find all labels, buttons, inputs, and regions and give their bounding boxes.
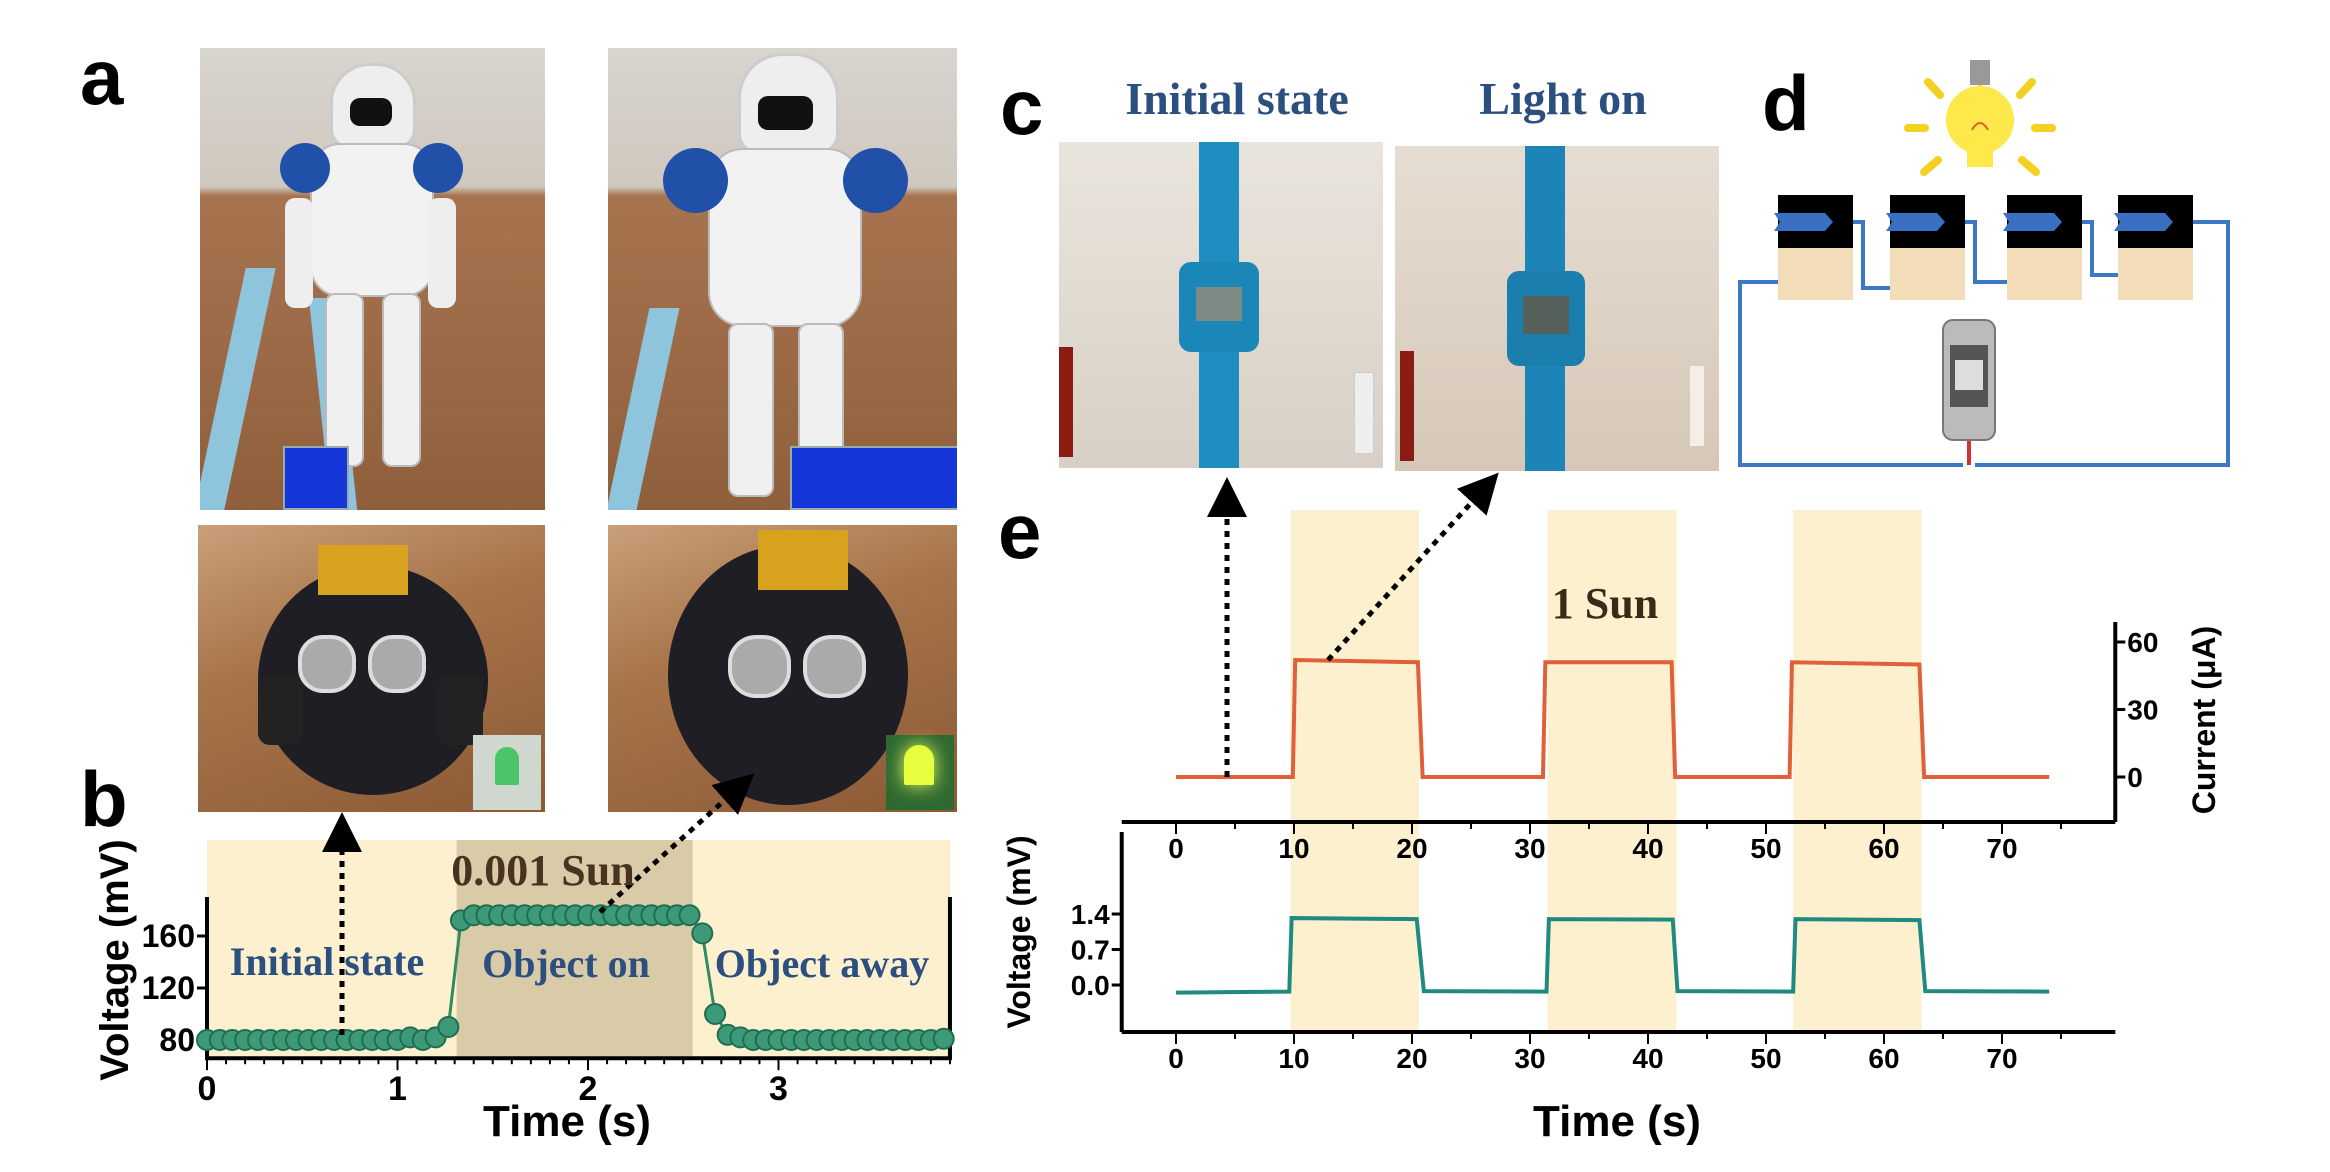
voltage-trace <box>1175 916 2050 995</box>
voltage-y-tick-label: 0.7 <box>1071 935 1110 966</box>
illumination-band-0 <box>1290 510 1420 1032</box>
x-tick-label: 30 <box>1514 1043 1545 1074</box>
current-y-tick-label: 30 <box>2127 695 2158 726</box>
data-point <box>678 904 701 927</box>
x-tick-label: 40 <box>1632 1043 1663 1074</box>
region-label-initial: Initial state <box>230 939 424 984</box>
data-point <box>691 922 714 945</box>
current-y-tick-label: 60 <box>2127 627 2158 658</box>
panel-b-x-axis-label: Time (s) <box>483 1097 651 1146</box>
x-tick-label: 70 <box>1986 1043 2017 1074</box>
illumination-band-2 <box>1793 510 1922 1032</box>
y-tick-label: 160 <box>142 918 195 954</box>
x-tick-label: 20 <box>1396 1043 1427 1074</box>
solar-cell-array <box>1774 195 2193 300</box>
data-point <box>704 1003 727 1025</box>
led-on-inset <box>886 735 954 810</box>
solar-cell <box>1886 195 1965 300</box>
x-tick-label: 70 <box>1986 833 2017 864</box>
panel-e-x-axis-label: Time (s) <box>1533 1097 1701 1146</box>
robot-photo-object-on <box>608 48 957 510</box>
x-tick-label: 3 <box>769 1070 788 1108</box>
panel-b-chart: 0 1 2 3 80 120 160 <box>142 840 955 1108</box>
x-tick-label: 40 <box>1632 833 1663 864</box>
x-tick-label: 0 <box>1168 1043 1184 1074</box>
region-label-object-on: Object on <box>482 941 650 986</box>
voltage-y-tick-label: 0.0 <box>1071 970 1110 1001</box>
data-point <box>932 1027 955 1050</box>
car-photo-object-on <box>608 525 957 812</box>
dotted-arrow-icon <box>598 773 755 914</box>
x-tick-label: 0 <box>198 1070 217 1108</box>
solar-cell <box>1774 195 1853 300</box>
current-y-tick-label: 0 <box>2127 762 2143 793</box>
circuit-wire <box>1738 220 2230 467</box>
x-tick-label: 20 <box>1396 833 1427 864</box>
watch-title-light-on: Light on <box>1479 73 1647 124</box>
panel-label-a: a <box>80 33 124 121</box>
solar-cell <box>2003 195 2082 300</box>
x-tick-label: 60 <box>1868 1043 1899 1074</box>
x-tick-label: 10 <box>1278 833 1309 864</box>
panel-e-chart: 0 30 60 0.0 0.7 1.4 0 10 20 30 40 50 60 70 0 10 20 30 40 50… <box>1071 510 2158 1074</box>
region-shade-1 <box>456 840 693 1059</box>
x-tick-label: 10 <box>1278 1043 1309 1074</box>
digital-watch-icon <box>1942 319 1996 441</box>
light-bulb-icon <box>1904 60 2056 176</box>
panel-label-e: e <box>998 487 1042 575</box>
x-tick-label: 50 <box>1750 833 1781 864</box>
solar-cell <box>2114 195 2193 300</box>
region-shade-2 <box>692 840 950 1059</box>
annotation-light-intensity: 0.001 Sun <box>451 846 634 895</box>
y-tick-label: 120 <box>142 970 195 1006</box>
data-point <box>437 1016 460 1038</box>
panel-label-d: d <box>1762 59 1810 147</box>
dotted-arrow-icon <box>1326 472 1499 662</box>
y-tick-label: 80 <box>159 1022 195 1058</box>
x-tick-label: 30 <box>1514 833 1545 864</box>
panel-label-b: b <box>80 755 128 843</box>
led-off-inset <box>473 735 541 810</box>
watch-photo-light-on <box>1395 146 1719 471</box>
panel-label-c: c <box>1000 63 1044 151</box>
x-tick-label: 0 <box>1168 833 1184 864</box>
x-tick-label: 1 <box>388 1070 407 1108</box>
region-label-object-away: Object away <box>715 941 929 986</box>
annotation-1-sun: 1 Sun <box>1552 579 1658 628</box>
circuit-diagram <box>1738 60 2230 467</box>
region-shade-0 <box>207 840 457 1059</box>
current-axis-label: Current (μA) <box>2186 626 2222 814</box>
x-tick-label: 2 <box>579 1070 598 1108</box>
robot-photo-initial <box>200 48 545 510</box>
current-trace <box>1176 657 2050 779</box>
watch-title-initial: Initial state <box>1125 73 1349 124</box>
x-tick-label: 50 <box>1750 1043 1781 1074</box>
illumination-band-1 <box>1547 510 1677 1032</box>
x-tick-label: 60 <box>1868 833 1899 864</box>
panel-b-y-axis-label: Voltage (mV) <box>93 839 137 1081</box>
voltage-display-inset <box>790 446 957 510</box>
voltage-display-inset <box>283 446 349 510</box>
voltage-y-tick-label: 1.4 <box>1071 899 1110 930</box>
voltage-axis-label: Voltage (mV) <box>1001 835 1037 1028</box>
watch-photo-initial <box>1059 142 1383 468</box>
car-photo-initial <box>198 525 545 812</box>
